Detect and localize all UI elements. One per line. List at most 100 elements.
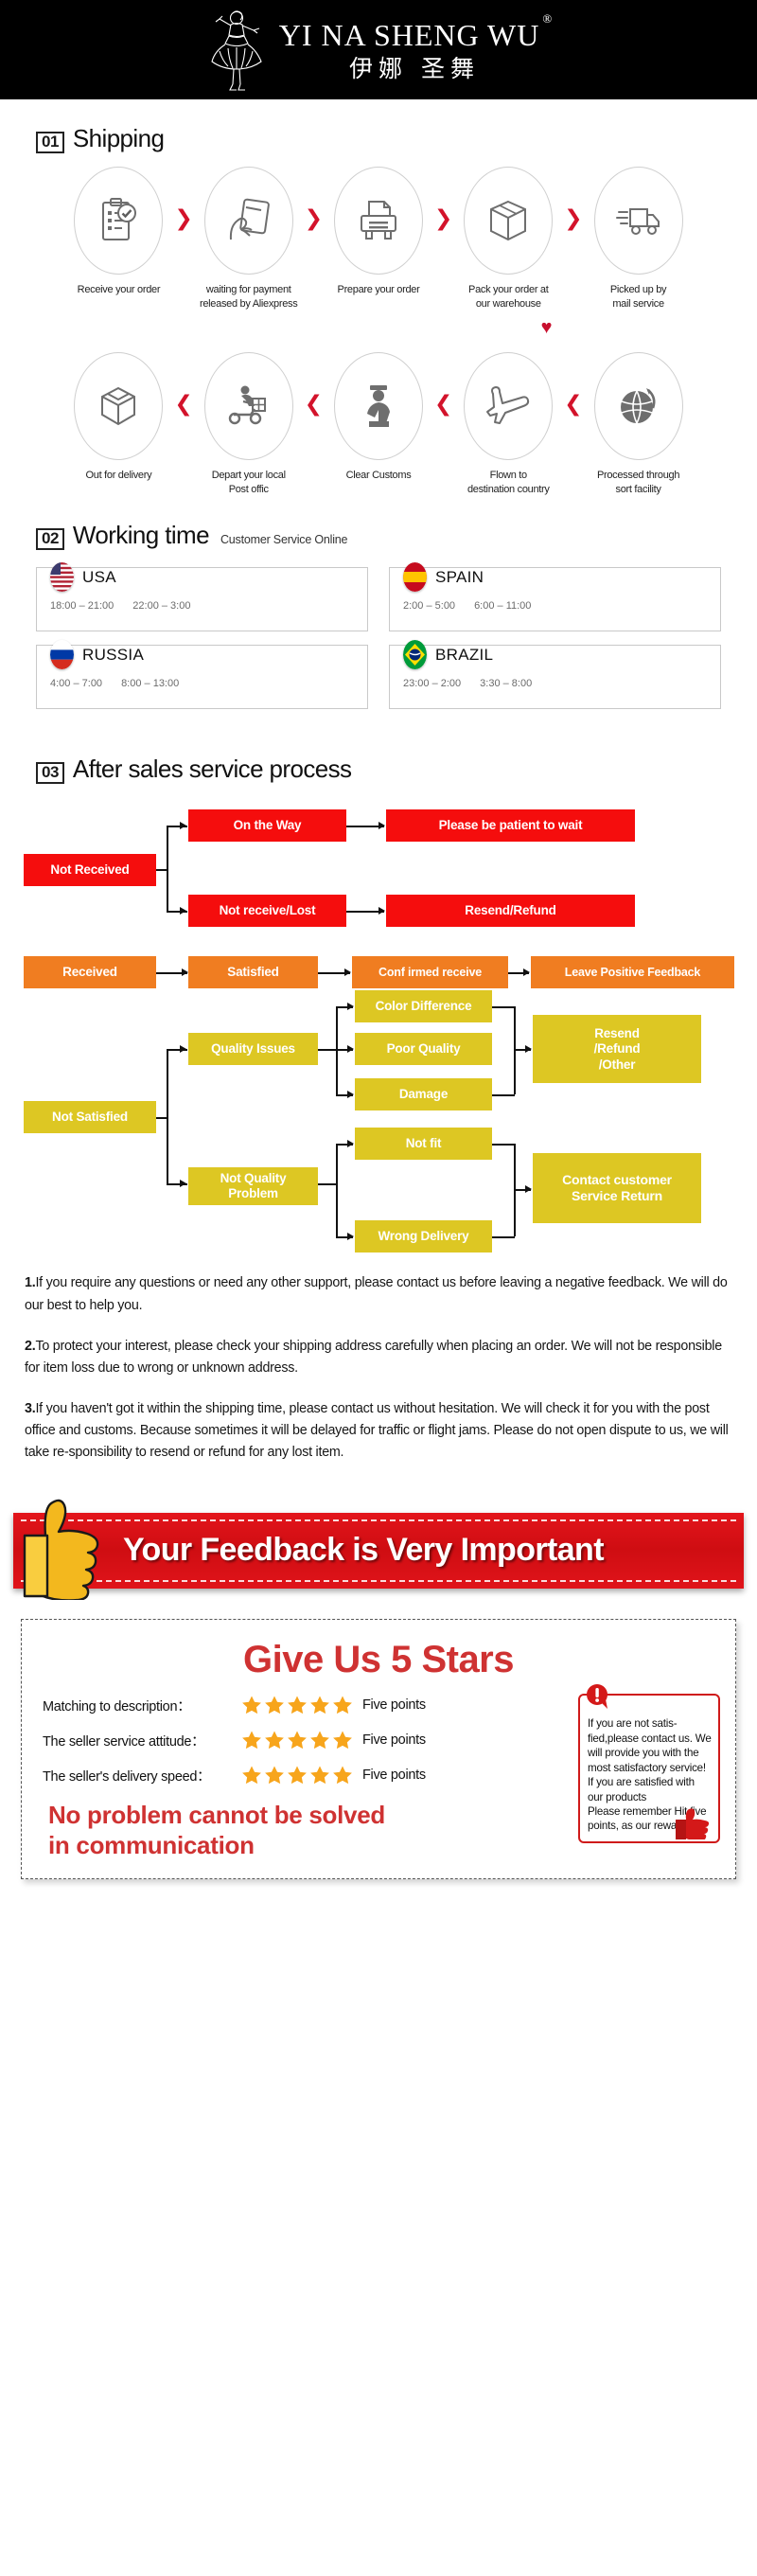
warning-box: If you are not satis-fied,please contact… <box>578 1684 720 1843</box>
flow-arrow <box>525 1044 532 1053</box>
card-header: SPAIN <box>403 562 707 593</box>
star-icon[interactable] <box>287 1730 308 1750</box>
star-rating-group[interactable] <box>241 1765 353 1785</box>
flow-box-on-the-way: On the Way <box>188 809 346 843</box>
rating-row: The seller's delivery speed： Five points <box>43 1765 735 1785</box>
shipping-step: Receive your order <box>62 167 174 297</box>
star-icon[interactable] <box>332 1765 353 1785</box>
rating-panel: Give Us 5 Stars Matching to description：… <box>21 1619 736 1879</box>
star-icon[interactable] <box>332 1695 353 1715</box>
flag-russia-icon <box>50 640 74 670</box>
flow-box-not-received: Not Received <box>24 854 156 887</box>
star-icon[interactable] <box>287 1695 308 1715</box>
rating-label: The seller service attitude： <box>43 1733 205 1750</box>
chevron-right-icon: ❯ <box>174 206 193 231</box>
flow-box-not-receive-lost: Not receive/Lost <box>188 895 346 928</box>
star-icon[interactable] <box>241 1695 262 1715</box>
flow-connector <box>492 1144 515 1146</box>
banner-text: Your Feedback is Very Important <box>123 1532 605 1569</box>
step-label: Prepare your order <box>337 284 420 295</box>
card-header: BRAZIL <box>403 640 707 670</box>
rating-points: Five points <box>362 1768 426 1784</box>
flow-connector <box>492 1236 515 1238</box>
step-oval <box>74 167 164 275</box>
after-sales-section-title: 03 After sales service process <box>36 709 757 785</box>
flow-arrow <box>180 1044 186 1053</box>
working-time-grid: USA 18:00 – 21:00 22:00 – 3:00 SPAIN 2:0… <box>36 562 721 710</box>
flow-box-resend-refund-other: Resend /Refund /Other <box>533 1015 701 1084</box>
flow-connector <box>346 826 384 827</box>
flow-connector <box>167 1049 187 1051</box>
star-rating-group[interactable] <box>241 1730 353 1750</box>
feedback-banner: Your Feedback is Very Important <box>0 1483 757 1604</box>
flow-connector <box>492 1006 515 1008</box>
time-slot: 23:00 – 2:00 <box>403 678 462 690</box>
star-icon[interactable] <box>241 1730 262 1750</box>
truck-icon <box>615 208 660 235</box>
brand-logo: YI NA SHENG WU® 伊娜 圣舞 <box>207 9 554 91</box>
star-icon[interactable] <box>309 1695 330 1715</box>
card-times: 4:00 – 7:00 8:00 – 13:00 <box>50 678 354 689</box>
card-times: 2:00 – 5:00 6:00 – 11:00 <box>403 600 707 612</box>
flow-arrow <box>347 1044 354 1053</box>
flow-connector <box>318 1183 337 1185</box>
flow-box-confirmed-receive: Conf irmed receive <box>352 956 508 989</box>
flow-arrow <box>344 968 351 976</box>
flow-box-not-satisfied: Not Satisfied <box>24 1101 156 1134</box>
product-info-page: YI NA SHENG WU® 伊娜 圣舞 01 Shipping R <box>0 0 757 1879</box>
yellow-flowchart: Not Satisfied Quality Issues Not Quality… <box>0 990 757 1253</box>
star-icon[interactable] <box>332 1730 353 1750</box>
star-icon[interactable] <box>264 1695 285 1715</box>
rating-label: Matching to description： <box>43 1698 191 1714</box>
rating-points: Five points <box>362 1697 426 1714</box>
star-rating-group[interactable] <box>241 1695 353 1715</box>
clipboard-check-icon <box>102 198 137 240</box>
star-icon[interactable] <box>264 1730 285 1750</box>
star-icon[interactable] <box>309 1765 330 1785</box>
star-icon[interactable] <box>264 1765 285 1785</box>
flow-arrow <box>347 1002 354 1010</box>
banner-bar <box>13 1513 744 1590</box>
star-icon[interactable] <box>287 1765 308 1785</box>
step-oval <box>203 351 293 460</box>
time-slot: 18:00 – 21:00 <box>50 600 114 613</box>
note-number: 2. <box>25 1338 36 1354</box>
star-icon[interactable] <box>309 1730 330 1750</box>
thumbs-up-small-icon <box>676 1808 710 1839</box>
note-number: 1. <box>25 1275 36 1291</box>
globe-icon <box>620 387 656 424</box>
star-icon[interactable] <box>241 1765 262 1785</box>
flow-box-damage: Damage <box>355 1078 492 1111</box>
flow-connector <box>167 826 168 912</box>
brand-name-en: YI NA SHENG WU® <box>278 10 554 52</box>
shipping-step: Clear Customs <box>323 351 434 483</box>
flow-connector <box>156 1117 167 1119</box>
flow-connector <box>346 911 384 913</box>
working-time-card-usa: USA 18:00 – 21:00 22:00 – 3:00 <box>36 562 368 632</box>
note-item: 2.To protect your interest, please check… <box>25 1336 732 1379</box>
note-text: If you haven't got it within the shippin… <box>25 1401 729 1461</box>
flow-box-received: Received <box>24 956 156 989</box>
flow-connector <box>336 1094 353 1096</box>
open-box-icon <box>101 386 136 425</box>
country-name: SPAIN <box>435 567 484 586</box>
customs-officer-icon <box>367 384 390 427</box>
flow-connector <box>167 911 187 913</box>
chevron-left-icon: ❮ <box>174 391 193 417</box>
time-slot: 3:30 – 8:00 <box>480 678 533 690</box>
working-time-card-brazil: BRAZIL 23:00 – 2:00 3:30 – 8:00 <box>389 640 721 710</box>
scooter-courier-icon <box>228 385 266 424</box>
working-time-section-title: 02 Working time Customer Service Online <box>36 496 757 551</box>
flow-connector <box>492 1094 515 1096</box>
flow-connector <box>318 1049 337 1051</box>
flow-box-not-fit: Not fit <box>355 1128 492 1161</box>
chevron-right-icon: ❯ <box>564 206 583 231</box>
flow-connector <box>318 972 350 974</box>
step-oval <box>334 167 423 275</box>
working-time-card-russia: RUSSIA 4:00 – 7:00 8:00 – 13:00 <box>36 640 368 710</box>
